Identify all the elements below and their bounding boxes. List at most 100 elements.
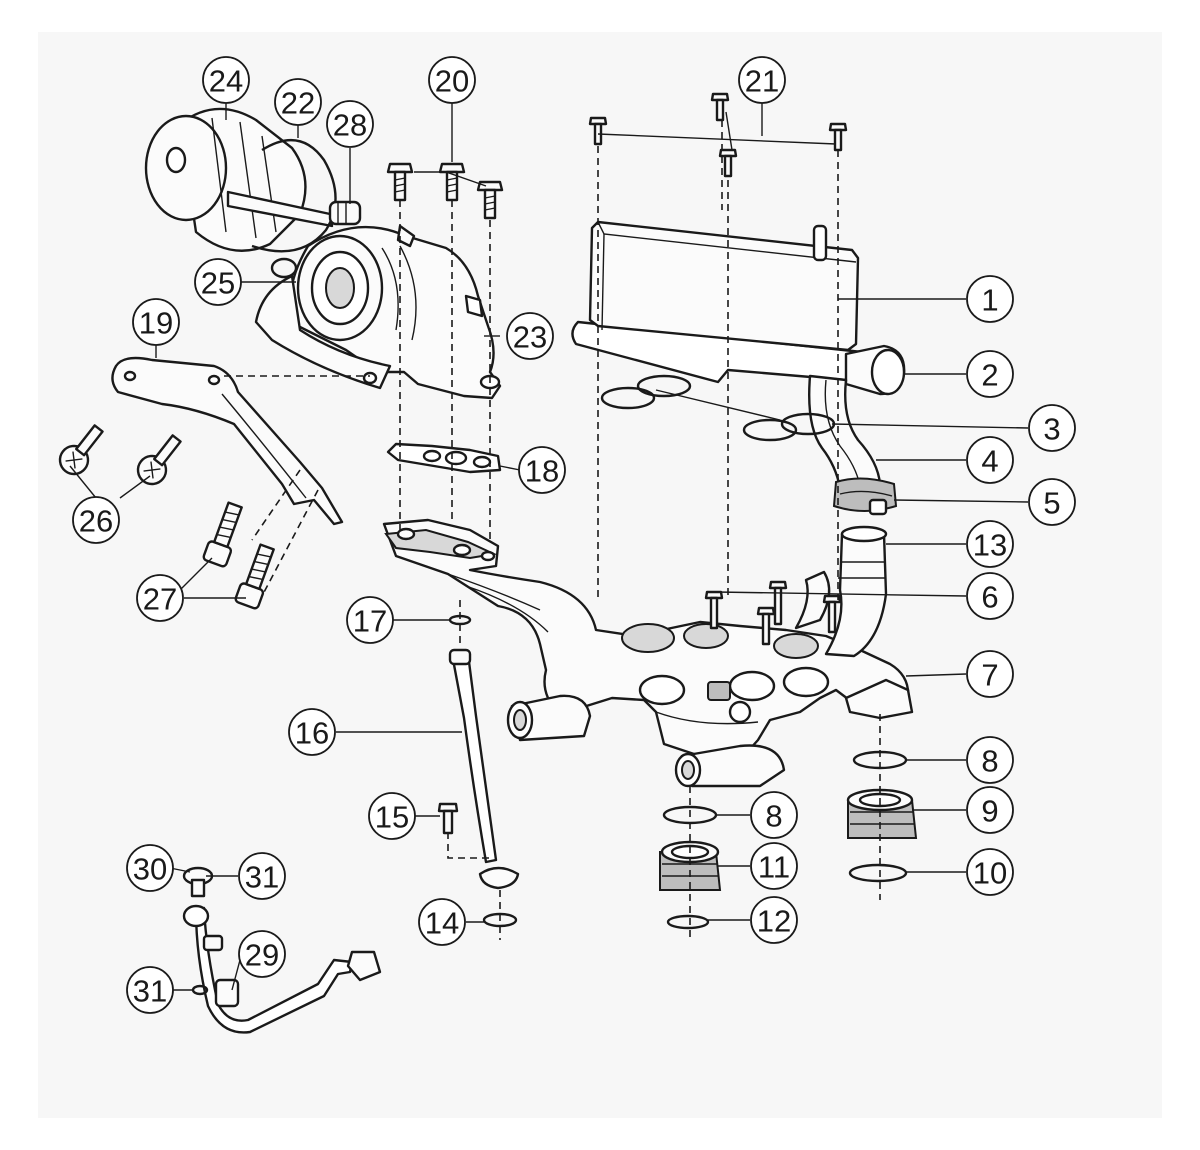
callout-circle <box>966 275 1014 323</box>
callout-circle <box>738 56 786 104</box>
callout-2: 2 <box>966 350 1014 398</box>
oil-cooler <box>571 220 906 396</box>
callout-circle <box>126 844 174 892</box>
callout-circle <box>966 572 1014 620</box>
callout-number: 31 <box>245 860 279 895</box>
callout-circle <box>136 574 184 622</box>
callout-number: 30 <box>133 852 167 887</box>
callout-number: 6 <box>981 580 998 615</box>
callout-5: 5 <box>1028 478 1076 526</box>
callout-circle <box>966 520 1014 568</box>
coolant-pipe <box>794 525 888 658</box>
callout-number: 24 <box>209 64 243 99</box>
callout-number: 2 <box>981 358 998 393</box>
callout-15: 15 <box>368 792 416 840</box>
callout-27: 27 <box>136 574 184 622</box>
callout-14: 14 <box>418 898 466 946</box>
callout-13: 13 <box>966 520 1014 568</box>
callout-circle <box>274 78 322 126</box>
callout-21: 21 <box>738 56 786 104</box>
callout-number: 29 <box>245 938 279 973</box>
pipe-bolt <box>437 802 459 835</box>
leader-lines <box>69 102 1029 991</box>
callout-29: 29 <box>238 930 286 978</box>
base-outlet-left <box>506 694 592 742</box>
hose-clamp <box>832 477 898 516</box>
o-ring-12 <box>666 914 710 930</box>
callout-24: 24 <box>202 56 250 104</box>
callout-1: 1 <box>966 275 1014 323</box>
callout-circle <box>132 298 180 346</box>
callout-number: 18 <box>525 454 559 489</box>
banjo-bolt <box>182 866 214 898</box>
callout-23: 23 <box>506 312 554 360</box>
callout-number: 11 <box>758 850 790 885</box>
callout-circle <box>518 446 566 494</box>
o-ring-10 <box>848 863 908 883</box>
callout-number: 10 <box>973 856 1007 891</box>
filter-seal-28 <box>328 200 362 226</box>
callout-20: 20 <box>428 56 476 104</box>
housing-gasket <box>386 442 502 474</box>
housing-bolts <box>386 162 504 220</box>
drain-plug-9 <box>846 788 918 839</box>
callout-circle <box>1028 404 1076 452</box>
callout-16: 16 <box>288 708 336 756</box>
callout-number: 26 <box>79 504 113 539</box>
mounting-bracket <box>111 356 344 526</box>
callout-31: 31 <box>126 966 174 1014</box>
callout-circle <box>238 930 286 978</box>
callout-number: 31 <box>133 974 167 1009</box>
callout-number: 17 <box>353 604 387 639</box>
callout-number: 8 <box>765 799 782 834</box>
callout-circle <box>750 791 798 839</box>
oil-line <box>182 904 382 1034</box>
callout-circle <box>966 848 1014 896</box>
callout-number: 13 <box>973 528 1007 563</box>
base-bolts <box>704 580 842 646</box>
callout-number: 20 <box>435 64 469 99</box>
callout-circle <box>966 736 1014 784</box>
cooler-gaskets <box>600 374 836 442</box>
callout-circle <box>418 898 466 946</box>
callout-30: 30 <box>126 844 174 892</box>
callout-circle <box>202 56 250 104</box>
callout-circle <box>966 786 1014 834</box>
callout-circle <box>966 436 1014 484</box>
callout-circle <box>238 852 286 900</box>
callout-number: 12 <box>757 904 791 939</box>
callout-circle <box>750 842 798 890</box>
return-pipe <box>448 648 520 890</box>
callout-circle <box>428 56 476 104</box>
assembly-lines <box>224 120 881 940</box>
callout-circle <box>346 596 394 644</box>
callout-circle <box>966 350 1014 398</box>
callout-number: 27 <box>143 582 177 617</box>
oil-filter-cap <box>144 107 334 252</box>
callout-circle <box>966 650 1014 698</box>
bracket-bolts-26 <box>58 424 182 486</box>
callout-circle <box>126 966 174 1014</box>
callout-number: 4 <box>981 444 998 479</box>
callout-circle <box>288 708 336 756</box>
oil-module-base <box>382 518 914 762</box>
callout-circle <box>750 896 798 944</box>
callout-number: 16 <box>295 716 329 751</box>
callout-3: 3 <box>1028 404 1076 452</box>
callout-19: 19 <box>132 298 180 346</box>
callout-number: 1 <box>981 283 998 318</box>
callout-26: 26 <box>72 496 120 544</box>
callout-circle <box>1028 478 1076 526</box>
callout-number: 21 <box>745 64 779 99</box>
callout-11: 11 <box>750 842 798 890</box>
callout-number: 15 <box>375 800 409 835</box>
callout-number: 14 <box>425 906 459 941</box>
callout-9: 9 <box>966 786 1014 834</box>
callout-number: 3 <box>1043 412 1060 447</box>
callout-circle <box>326 100 374 148</box>
callout-4: 4 <box>966 436 1014 484</box>
callout-10: 10 <box>966 848 1014 896</box>
callout-number: 19 <box>139 306 173 341</box>
